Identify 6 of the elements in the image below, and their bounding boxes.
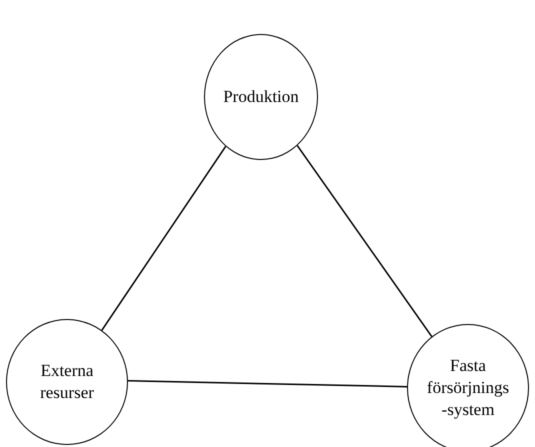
connector-line <box>128 380 408 388</box>
node-label: Fasta försörjnings -system <box>426 354 510 422</box>
node-label: Externa resurser <box>39 360 95 404</box>
connector-line <box>101 146 226 331</box>
node-label: Produktion <box>222 86 300 108</box>
connector-line <box>296 145 432 337</box>
